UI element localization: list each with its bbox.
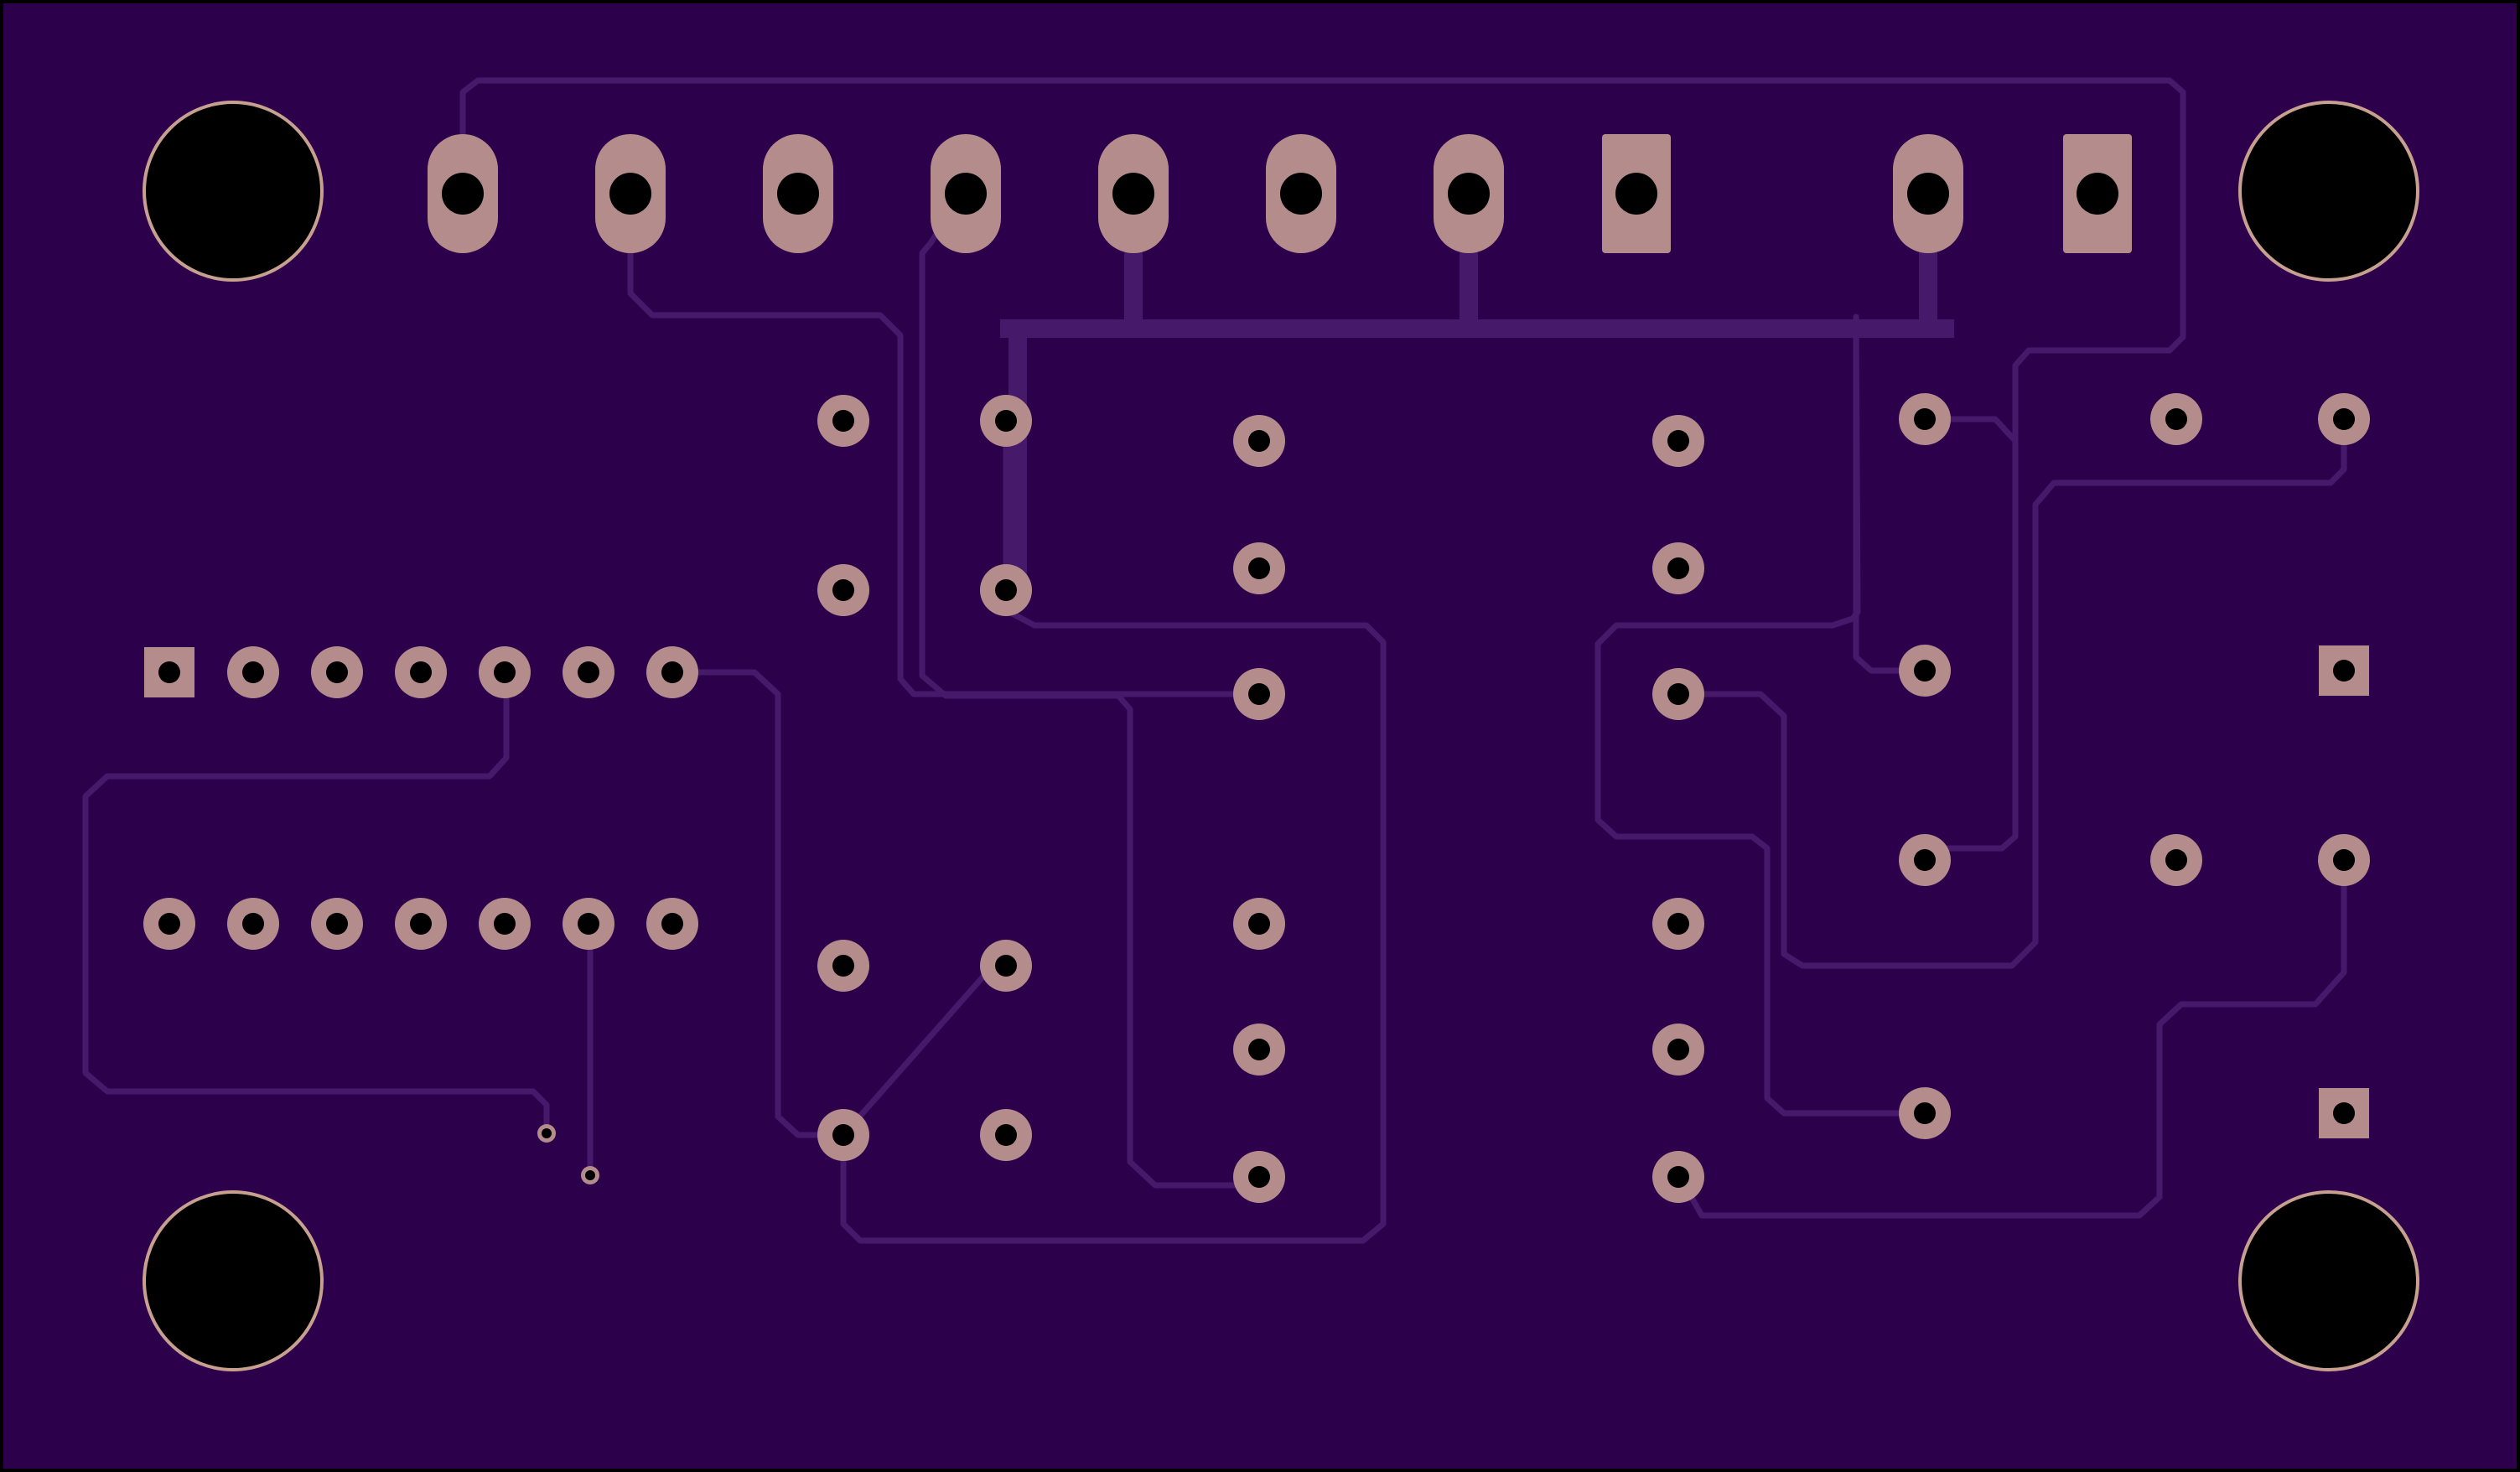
through-hole-drill	[2333, 660, 2355, 682]
via-drill	[542, 1128, 552, 1138]
through-hole-drill	[1914, 660, 1936, 682]
mounting-hole	[2238, 1190, 2419, 1371]
through-hole-drill	[1914, 1102, 1936, 1124]
through-hole-drill	[242, 661, 264, 683]
through-hole-drill	[832, 955, 854, 977]
trace-4	[840, 419, 1387, 1244]
trace-8	[1594, 314, 1928, 1117]
trace-3	[919, 191, 1261, 1189]
through-hole-drill	[326, 913, 348, 935]
through-hole-drill	[661, 661, 683, 683]
trace-2	[627, 189, 1261, 697]
through-hole-drill	[2165, 408, 2187, 430]
through-hole-drill	[578, 913, 599, 935]
header-pad-drill	[1615, 173, 1657, 215]
header-pad-drill	[1907, 173, 1949, 215]
through-hole-drill	[1667, 1039, 1689, 1060]
through-hole-drill	[242, 913, 264, 935]
trace-10	[1677, 857, 2347, 1219]
component-pads	[143, 101, 2419, 1371]
through-hole-drill	[832, 1124, 854, 1146]
through-hole-drill	[995, 410, 1017, 432]
through-hole-drill	[2165, 849, 2187, 871]
through-hole-drill	[995, 579, 1017, 601]
through-hole-drill	[1248, 430, 1270, 452]
through-hole-drill	[1248, 557, 1270, 579]
through-hole-drill	[578, 661, 599, 683]
through-hole-drill	[1667, 430, 1689, 452]
through-hole-drill	[1667, 913, 1689, 935]
through-hole-drill	[494, 661, 516, 683]
header-pad-drill	[945, 173, 987, 215]
mounting-hole	[143, 1190, 324, 1371]
via-drill	[585, 1170, 595, 1180]
through-hole-drill	[995, 955, 1017, 977]
through-hole-drill	[832, 410, 854, 432]
header-pad-drill	[442, 173, 484, 215]
through-hole-drill	[1667, 557, 1689, 579]
through-hole-drill	[494, 913, 516, 935]
through-hole-drill	[2333, 1102, 2355, 1124]
header-pad-drill	[777, 173, 819, 215]
mounting-hole	[143, 101, 324, 282]
through-hole-drill	[1248, 913, 1270, 935]
header-pad-drill	[1280, 173, 1322, 215]
through-hole-drill	[661, 913, 683, 935]
trace-1	[459, 77, 2186, 852]
through-hole-drill	[326, 661, 348, 683]
through-hole-drill	[2333, 408, 2355, 430]
header-pad-drill	[1112, 173, 1154, 215]
through-hole-drill	[1667, 683, 1689, 705]
trace-13	[1853, 314, 1928, 674]
through-hole-drill	[158, 913, 180, 935]
through-hole-drill	[832, 579, 854, 601]
through-hole-drill	[1248, 1166, 1270, 1188]
through-hole-drill	[2333, 849, 2355, 871]
through-hole-drill	[1914, 849, 1936, 871]
trace-11	[82, 671, 550, 1137]
through-hole-drill	[1248, 1039, 1270, 1060]
header-pad-drill	[609, 173, 651, 215]
board-substrate	[3, 3, 2517, 1469]
header-pad-drill	[1448, 173, 1490, 215]
through-hole-drill	[1914, 408, 1936, 430]
header-pad-drill	[2077, 173, 2118, 215]
through-hole-drill	[158, 661, 180, 683]
through-hole-drill	[410, 661, 432, 683]
through-hole-drill	[1248, 683, 1270, 705]
mounting-hole	[2238, 101, 2419, 282]
trace-5	[840, 961, 998, 1138]
through-hole-drill	[1667, 1166, 1689, 1188]
through-hole-drill	[995, 1124, 1017, 1146]
trace-7	[1677, 416, 2347, 969]
trace-6	[671, 669, 847, 1138]
through-hole-drill	[410, 913, 432, 935]
